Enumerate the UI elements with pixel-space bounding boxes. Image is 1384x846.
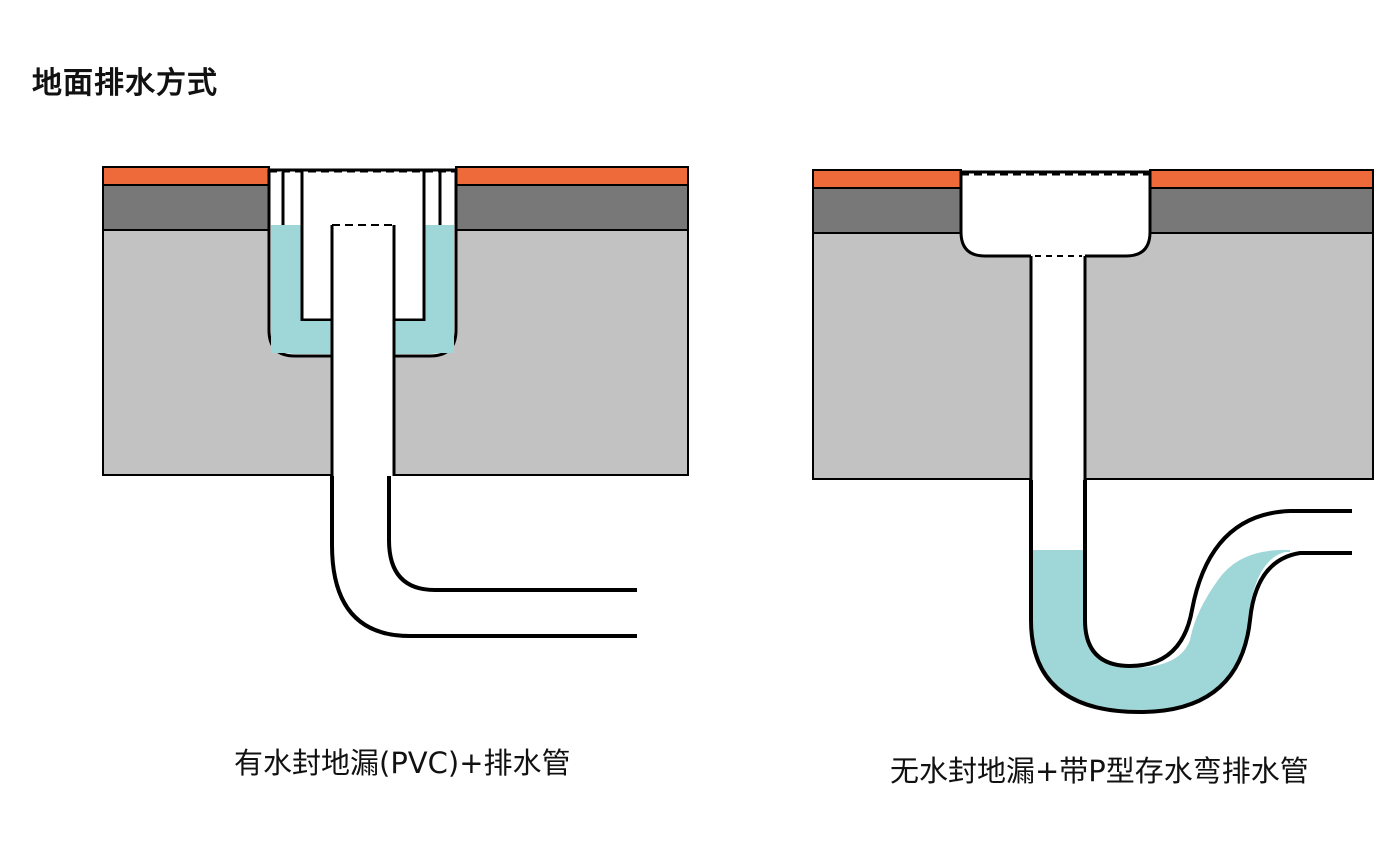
left-diagram-caption: 有水封地漏(PVC)+排水管 [234, 746, 571, 780]
page-title: 地面排水方式 [32, 66, 218, 101]
right-floor-section [812, 169, 1374, 480]
left-mortar-layer-b [455, 184, 689, 231]
left-tile-layer-b [455, 166, 689, 186]
right-slab [812, 232, 1374, 480]
right-diagram-caption: 无水封地漏+带P型存水弯排水管 [890, 754, 1309, 788]
right-mortar-layer-b [1149, 187, 1374, 234]
right-drain-body [959, 170, 1152, 258]
right-tile-layer-a [812, 169, 962, 189]
right-tile-layer-b [1149, 169, 1374, 189]
right-p-trap [1029, 480, 1352, 715]
left-drain-pipe [330, 476, 637, 638]
left-tile-layer-a [102, 166, 270, 186]
right-trap-water [1033, 549, 1290, 710]
left-mortar-layer-a [102, 184, 270, 231]
right-mortar-layer-a [812, 187, 962, 234]
left-floor-section [102, 166, 689, 476]
left-standpipe [332, 225, 394, 356]
